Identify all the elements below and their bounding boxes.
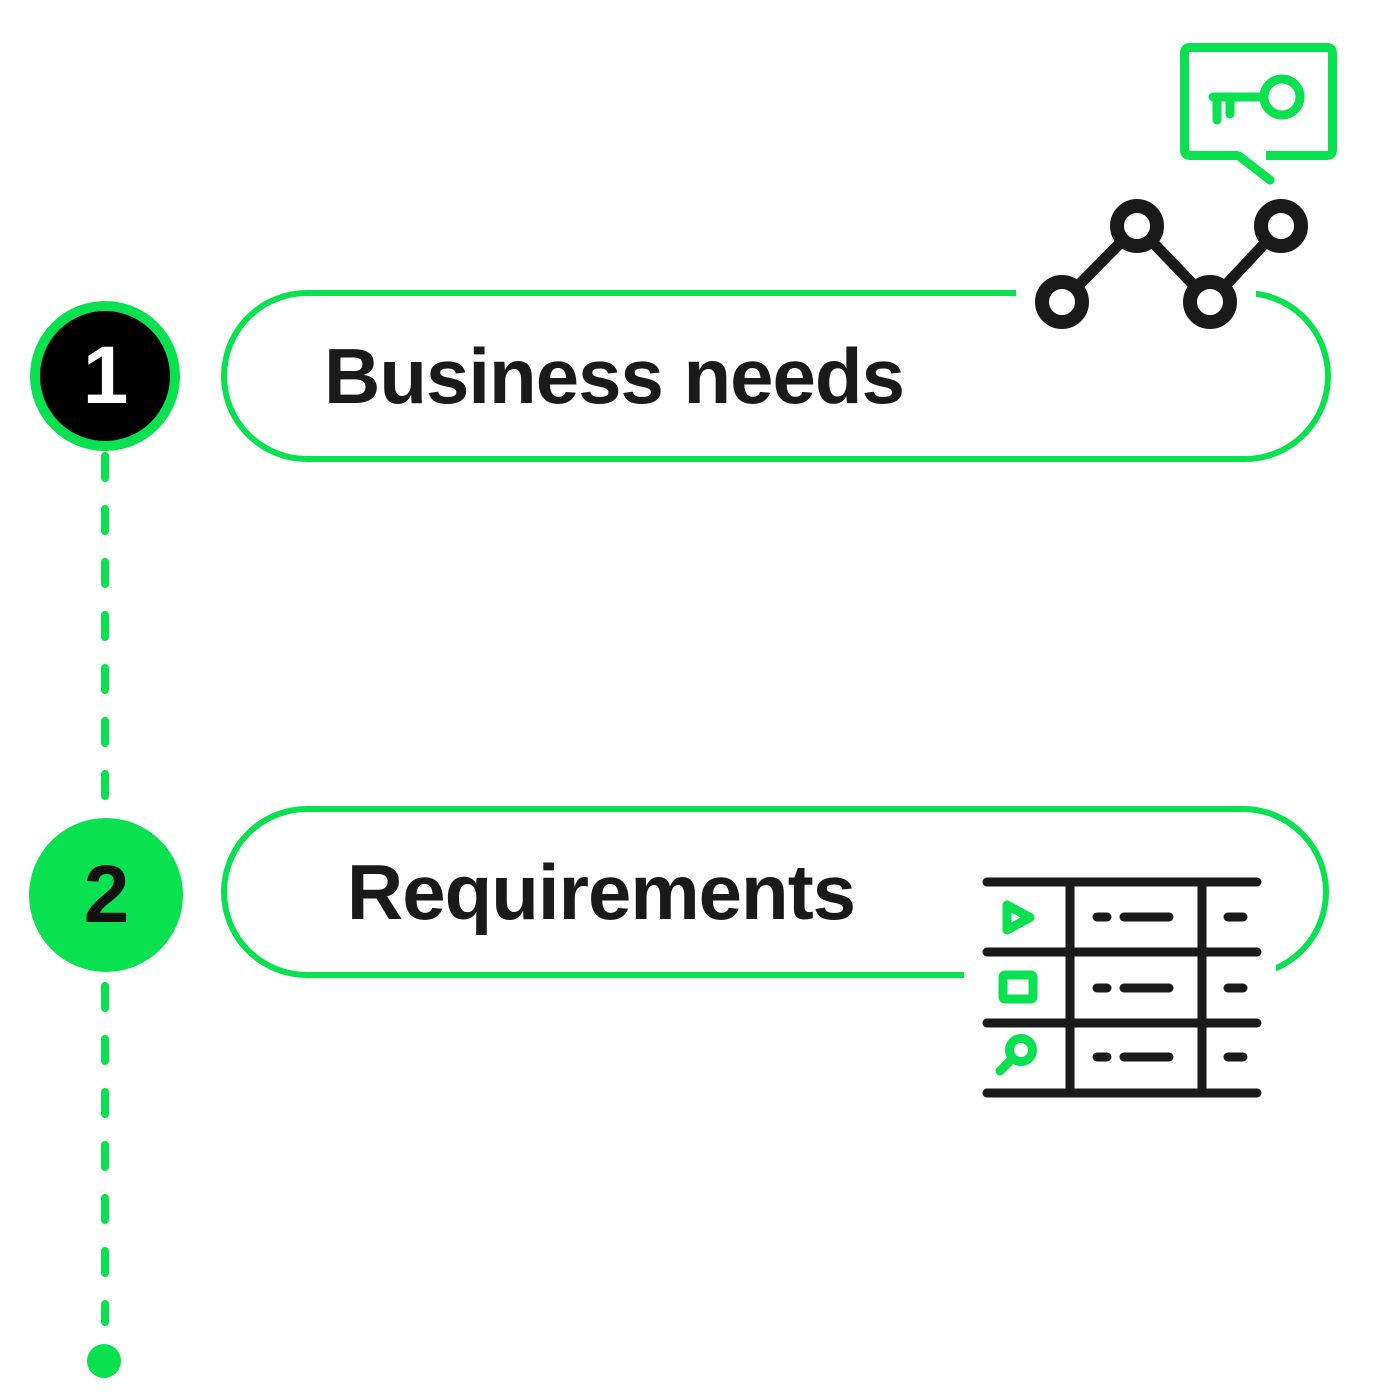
step-2-number: 2 — [83, 849, 130, 940]
key-icon — [1208, 74, 1305, 125]
line-chart-icon — [1016, 188, 1308, 344]
step-1-marker-circle — [30, 301, 180, 451]
speech-bubble-tail — [1234, 151, 1275, 185]
step-1-number: 1 — [82, 330, 129, 421]
table-row-glyphs — [995, 900, 1038, 1076]
step-2-marker-circle — [29, 818, 183, 972]
step-2-label: Requirements — [346, 847, 856, 936]
stop-square-icon — [998, 970, 1038, 1004]
table-grid — [982, 877, 1262, 1098]
step-1-label: Business needs — [324, 331, 905, 420]
key-speech-bubble-icon — [1180, 43, 1337, 185]
speech-bubble-outline — [1180, 43, 1337, 160]
line-chart-nodes — [1035, 199, 1308, 329]
line-chart-path — [1058, 218, 1286, 310]
connector-end-dot — [87, 1344, 121, 1378]
table-icon-halo — [964, 858, 1276, 1110]
search-icon — [995, 1034, 1037, 1076]
table-rows-icon — [964, 858, 1276, 1110]
play-icon — [1002, 900, 1035, 935]
